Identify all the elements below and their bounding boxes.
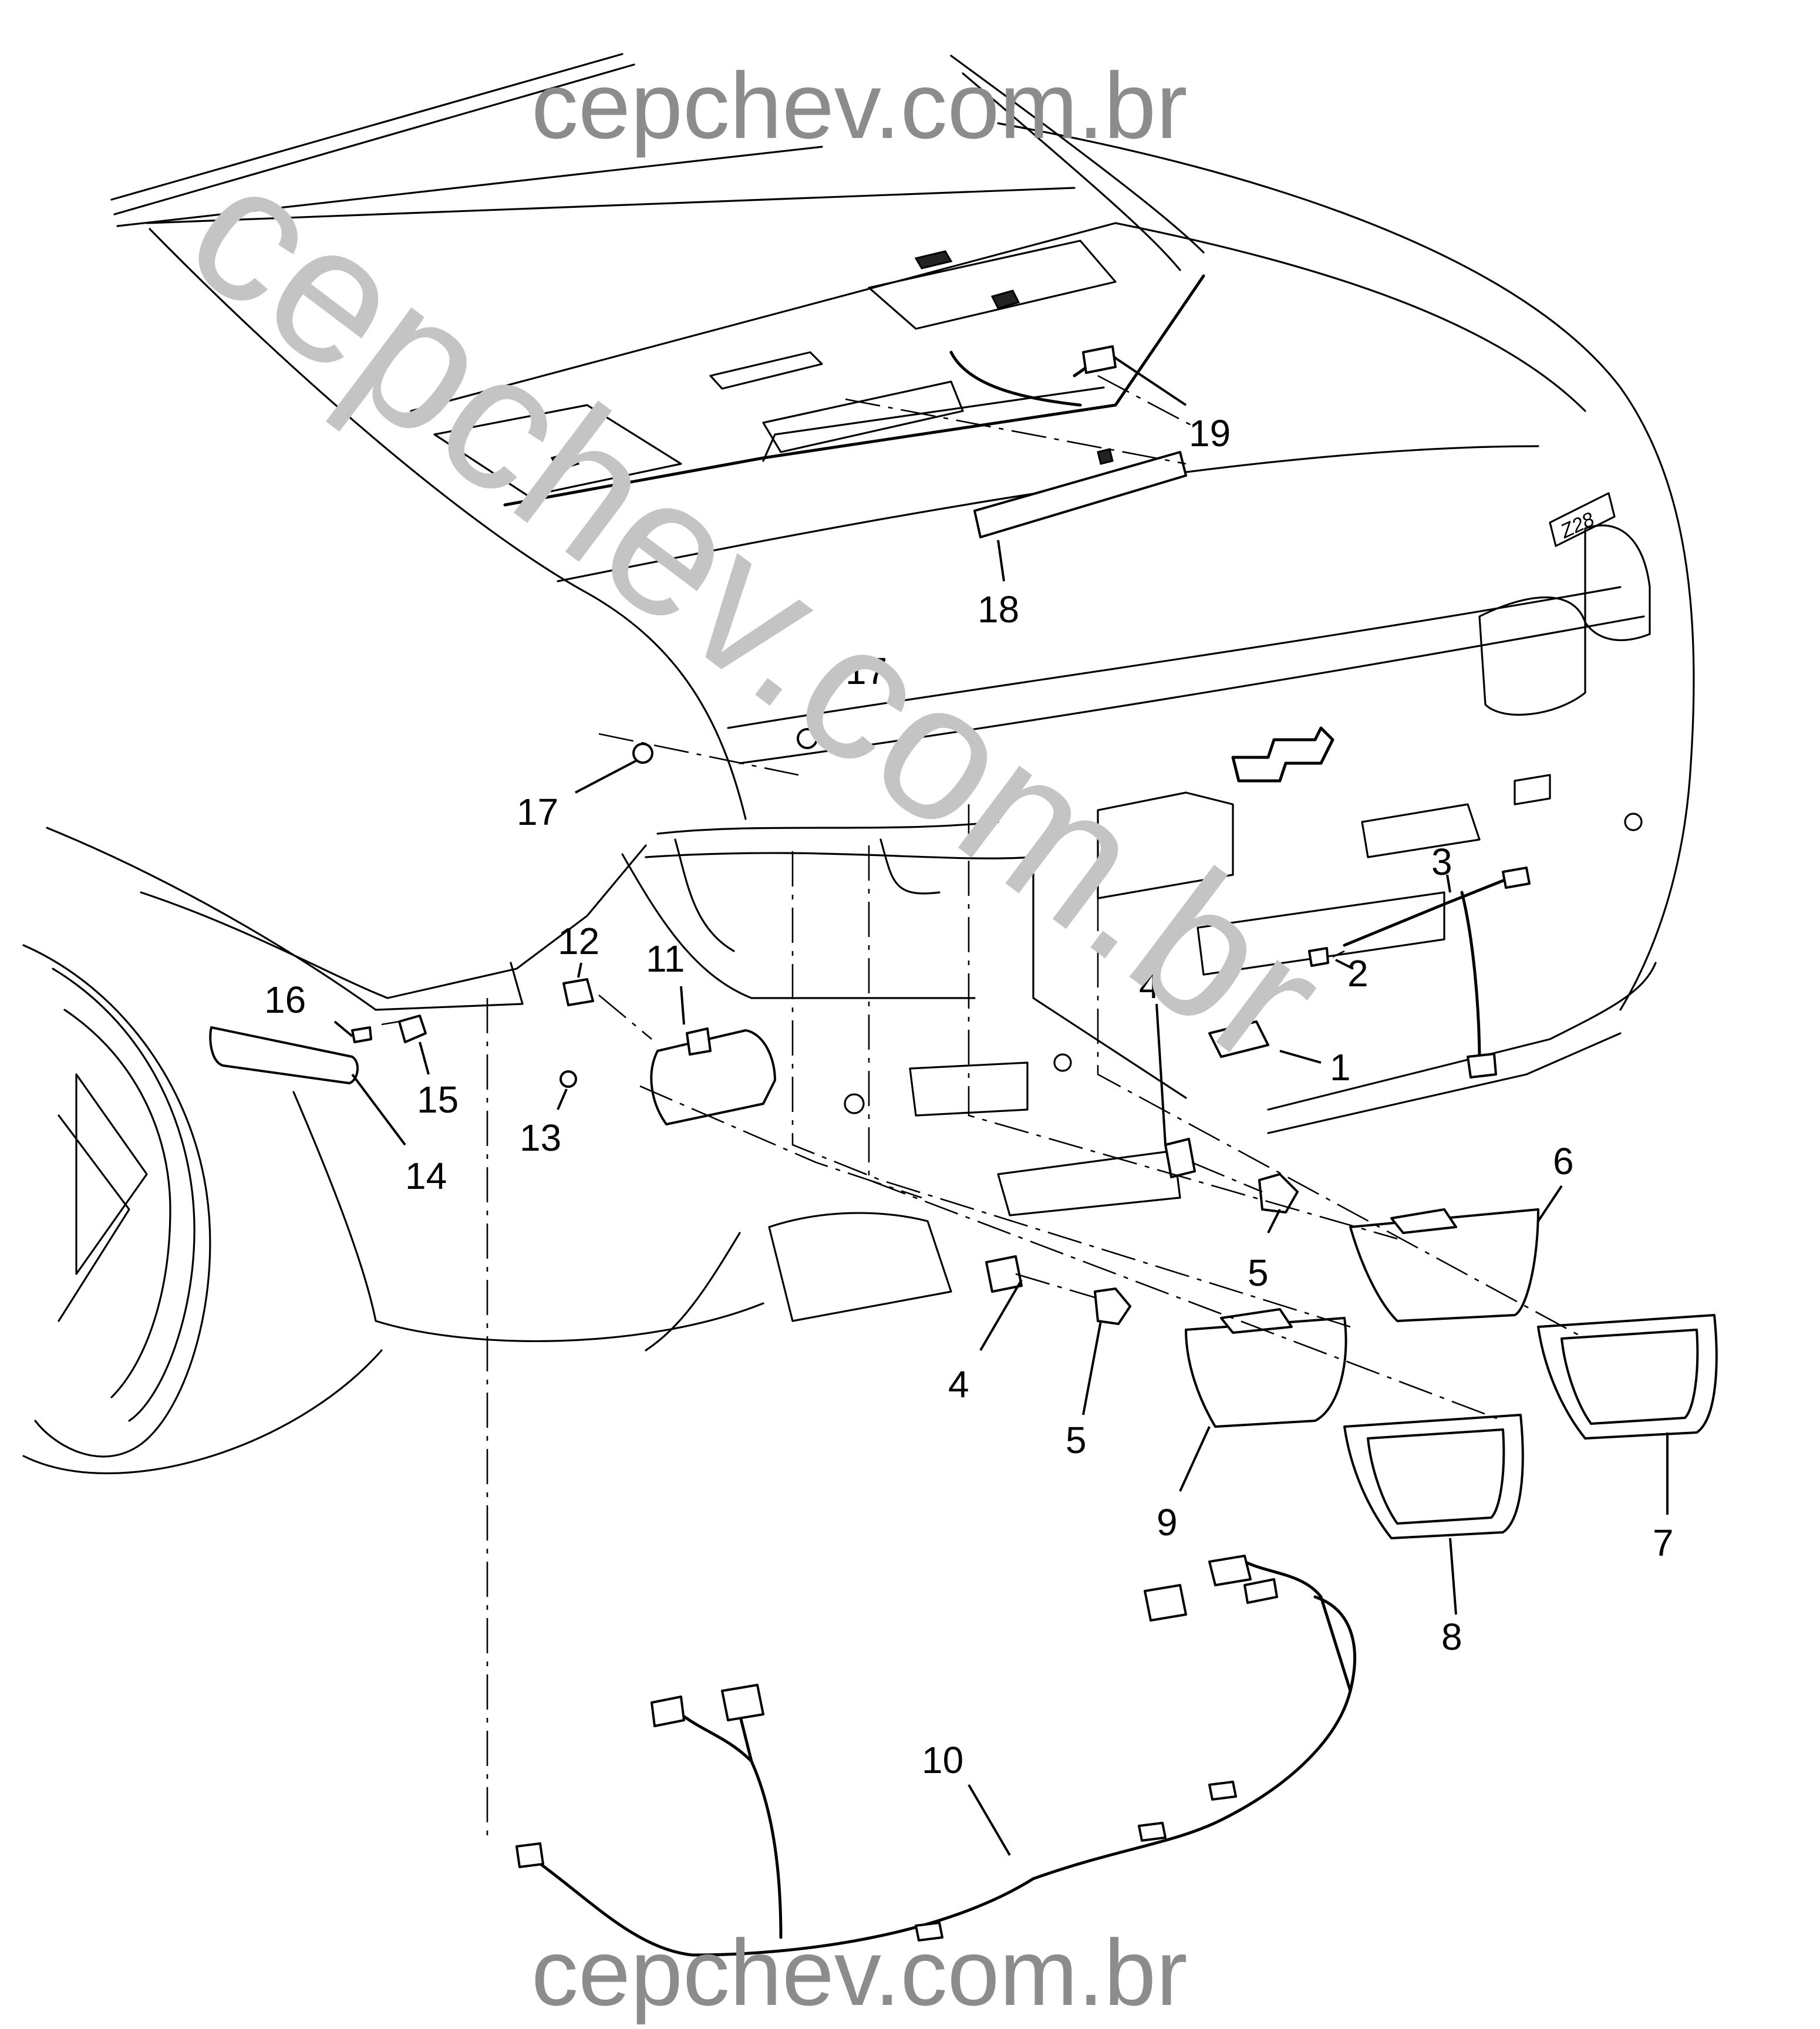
rear-reflex-lamp bbox=[650, 1029, 776, 1125]
callout-12: 12 bbox=[558, 920, 599, 962]
bowtie-emblem bbox=[1231, 726, 1334, 783]
callout-5-upper: 5 bbox=[1248, 1252, 1269, 1294]
plug-17-lower bbox=[632, 743, 653, 764]
license-plate-lamp bbox=[1208, 1020, 1269, 1058]
watermark-bottom: cepchev.com.br bbox=[531, 1920, 1188, 2025]
callout-4-upper: 4 bbox=[1139, 964, 1160, 1006]
callout-9: 9 bbox=[1157, 1501, 1178, 1543]
side-marker-bulb bbox=[351, 1026, 372, 1043]
rear-wiring-harness bbox=[527, 1560, 1352, 1957]
tail-lamp-bulb-lower bbox=[1094, 1287, 1131, 1325]
high-mount-stop-lamp bbox=[973, 451, 1187, 538]
side-marker-socket bbox=[398, 1014, 427, 1043]
callout-17-upper: 17 bbox=[845, 650, 887, 692]
exploded-parts bbox=[209, 345, 1718, 1957]
callout-14: 14 bbox=[405, 1155, 447, 1197]
callout-18: 18 bbox=[978, 588, 1019, 631]
tail-lamp-lower bbox=[1185, 1317, 1347, 1428]
leader-lines bbox=[333, 357, 1669, 1856]
callout-15: 15 bbox=[417, 1078, 459, 1121]
callout-2: 2 bbox=[1347, 952, 1369, 995]
alignment-lines bbox=[381, 375, 1586, 1838]
vehicle-body: Z28 bbox=[22, 53, 1695, 1475]
reflex-lamp-fastener bbox=[560, 1070, 577, 1088]
callout-7: 7 bbox=[1653, 1522, 1674, 1564]
callouts: 1 2 3 4 4 5 5 6 7 8 9 10 11 12 13 14 15 … bbox=[264, 412, 1674, 1781]
callout-19: 19 bbox=[1189, 412, 1231, 454]
callout-11: 11 bbox=[646, 938, 685, 980]
callout-6: 6 bbox=[1553, 1140, 1574, 1182]
side-marker-lamp bbox=[209, 1026, 359, 1084]
callout-8: 8 bbox=[1441, 1616, 1462, 1658]
z28-badge: Z28 bbox=[1549, 492, 1616, 547]
reflex-lamp-socket bbox=[562, 978, 594, 1006]
callout-16: 16 bbox=[264, 979, 306, 1021]
license-lamp-harness bbox=[1343, 876, 1522, 1064]
z28-badge-text: Z28 bbox=[1556, 508, 1597, 543]
callout-4-lower: 4 bbox=[948, 1363, 969, 1406]
license-lamp-bulb bbox=[1308, 947, 1329, 967]
plug-17-upper bbox=[797, 728, 818, 749]
callout-17-lower: 17 bbox=[517, 791, 558, 833]
callout-13: 13 bbox=[520, 1117, 561, 1159]
tail-lamp-bulb-upper bbox=[1258, 1173, 1299, 1214]
tail-lamp-socket-upper bbox=[1164, 1138, 1196, 1178]
watermark-diagonal: cepchev.com.br bbox=[151, 118, 1363, 1107]
callout-10: 10 bbox=[922, 1739, 963, 1781]
watermark-top: cepchev.com.br bbox=[531, 53, 1188, 158]
callout-5-lower: 5 bbox=[1066, 1419, 1087, 1461]
callout-1: 1 bbox=[1330, 1046, 1351, 1088]
tail-lamp-socket-lower bbox=[985, 1255, 1023, 1293]
callout-3: 3 bbox=[1431, 841, 1452, 883]
